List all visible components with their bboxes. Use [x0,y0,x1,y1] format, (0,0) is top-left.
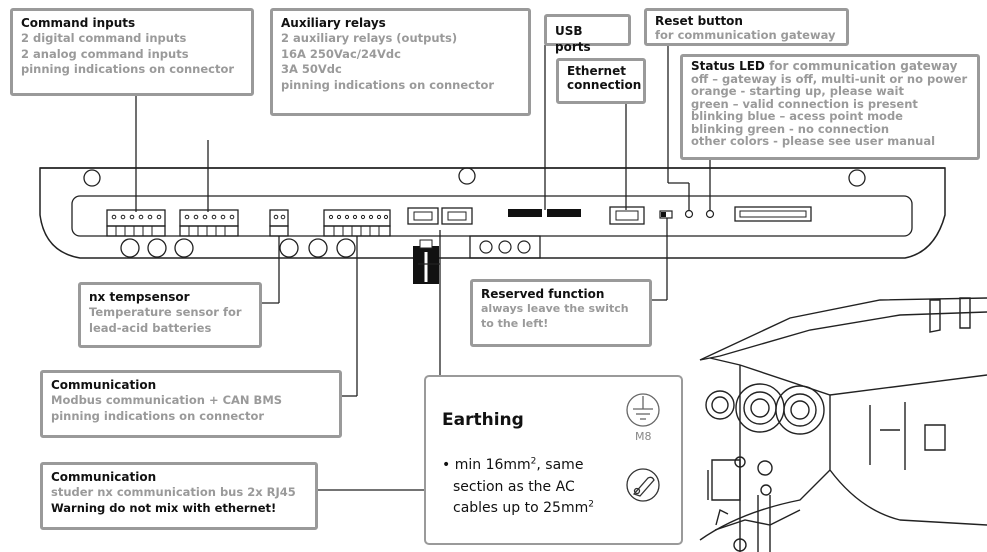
ethernet-title-line2: connection [567,77,642,92]
tempsensor-line: lead-acid batteries [89,320,212,335]
status-led [705,209,715,219]
command-inputs-line: 2 analog command inputs [21,46,189,61]
earthing-line-2: section as the AC [453,478,575,495]
earthing-bullet: • [442,457,451,473]
auxiliary-relays-line: 16A 250Vac/24Vdc [281,46,401,61]
m8-label: M8 [635,430,652,443]
earthing-line1-b: , same [536,457,584,473]
reset-button-sub: for communication gateway [655,27,836,42]
earthing-line1-sup: 2 [530,456,537,467]
usb-port-1 [508,209,542,217]
ethernet-port [609,206,645,225]
ethernet-title-line1: Ethernet [567,64,626,78]
mount-hole-left [83,169,101,187]
earthing-title: Earthing [442,410,524,430]
cable-lug-icon [626,468,660,502]
status-led-line: blinking green - no connection [691,121,890,136]
earthing-panel [424,375,683,545]
earthing-description: • min 16mm2, same section as the AC cabl… [442,455,622,520]
tempsensor-box: nx tempsensor Temperature sensor for lea… [78,282,262,348]
command-inputs-line: pinning indications on connector [21,62,235,77]
status-led-title-suffix: for communication gateway [769,59,958,73]
tempsensor-line: Temperature sensor for [89,305,242,320]
status-led-box: Status LED for communication gateway off… [680,54,980,160]
usb-ports-title: USB ports [555,24,591,55]
modbus-terminal [323,209,391,237]
reserved-function-line: always leave the switch [481,302,629,316]
communication-nx-box: Communication studer nx communication bu… [40,462,318,530]
tempsensor-terminal [269,209,289,237]
cable-glands [120,238,356,258]
rj45-ports [407,207,473,225]
reset-button-hole [684,209,694,219]
mount-hole-right [848,169,866,187]
auxiliary-relays-line: 2 auxiliary relays (outputs) [281,31,458,46]
status-led-line: orange - starting up, please wait [691,84,904,99]
usb-ports-box: USB ports [544,14,631,54]
auxiliary-relays-line: 3A 50Vdc [281,62,342,77]
earthing-line-3: cables up to 25mm2 [442,498,622,520]
communication-nx-warning: Warning do not mix with ethernet! [51,500,277,515]
communication-nx-title: Communication [51,470,157,484]
command-inputs-line: 2 digital command inputs [21,31,187,46]
status-led-title: Status LED [691,59,765,73]
auxiliary-relays-line: pinning indications on connector [281,77,495,92]
reset-button-title: Reset button [655,14,743,28]
earthing-line1-a: min 16mm [454,457,531,473]
auxiliary-relays-title: Auxiliary relays [281,16,386,30]
card-slot [734,206,812,222]
usb-port-2 [547,209,581,217]
command-inputs-title: Command inputs [21,16,136,30]
mount-hole-center [458,167,476,185]
reserved-function-title: Reserved function [481,287,605,301]
ethernet-box: Ethernet connection [556,58,646,104]
status-led-line: blinking blue – acess point mode [691,109,903,124]
status-led-title-row: Status LED for communication gateway [691,60,969,73]
communication-modbus-box: Communication Modbus communication + CAN… [40,370,342,438]
gland-block [469,235,541,259]
earth-ground-icon [626,393,660,427]
reserved-switch [659,210,673,219]
earthing-line3-sup: 2 [588,499,594,510]
status-led-line: green – valid connection is present [691,96,918,111]
auxiliary-relays-terminal [179,209,239,237]
earthing-line-1: • min 16mm2, same [442,455,622,477]
device-photo-sketch [699,297,987,552]
tempsensor-title: nx tempsensor [89,290,190,304]
reserved-function-box: Reserved function always leave the switc… [470,279,652,347]
communication-nx-line: studer nx communication bus 2x RJ45 [51,485,296,500]
earthing-line3-a: cables up to 25mm [453,500,589,517]
status-led-line: other colors - please see user manual [691,133,936,148]
command-inputs-box: Command inputs 2 digital command inputs … [10,8,254,96]
reset-button-box: Reset button for communication gateway [644,8,849,46]
communication-modbus-line: pinning indications on connector [51,408,265,423]
housing-outline [39,167,946,259]
command-inputs-terminal [106,209,166,237]
reserved-function-line: to the left! [481,317,549,331]
auxiliary-relays-box: Auxiliary relays 2 auxiliary relays (out… [270,8,531,116]
communication-modbus-title: Communication [51,378,157,392]
communication-modbus-line: Modbus communication + CAN BMS [51,393,283,408]
status-led-line: off – gateway is off, multi-unit or no p… [691,71,968,86]
